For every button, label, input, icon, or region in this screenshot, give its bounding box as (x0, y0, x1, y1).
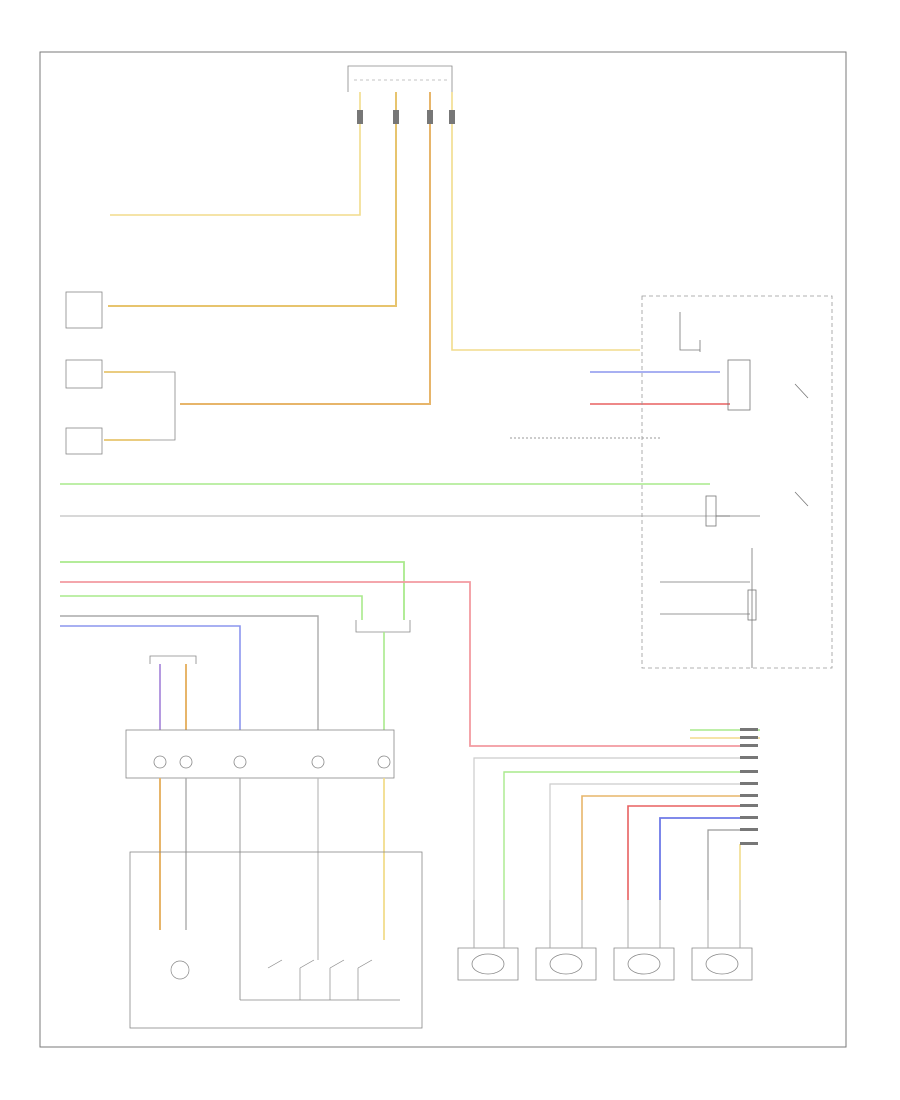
splice-connector (355, 620, 411, 633)
wire-top-1 (110, 92, 361, 216)
wire-top-3 (180, 92, 431, 405)
left-components (65, 291, 176, 455)
wire-green-wss-1 (503, 771, 740, 900)
abs-connector-pins (740, 728, 758, 845)
wheel-speed-sensor-4 (691, 947, 753, 981)
wheel-speed-sensor-2 (535, 947, 597, 981)
wire-blue-1 (60, 625, 241, 730)
wheel-speed-sensor-1 (457, 947, 519, 981)
wss-wire-stubs (473, 900, 741, 948)
wire-blue-wss-3 (659, 817, 740, 900)
cluster-internals (660, 312, 809, 668)
wire-top-4 (451, 92, 640, 351)
wire-red-wss-3 (627, 805, 740, 900)
steering-wheel-switch-box (129, 851, 423, 1029)
clock-spring-box (125, 729, 395, 779)
wire-gray-1 (60, 615, 319, 730)
clock-spring-terminals (153, 755, 391, 769)
switch-internals (170, 959, 400, 1001)
wire-gray-wss-2 (549, 783, 740, 900)
wire-pink (60, 581, 740, 747)
top-connector (347, 65, 453, 92)
wheel-speed-sensor-3 (613, 947, 675, 981)
diagram-frame (39, 51, 847, 1048)
sas-connector (149, 655, 197, 664)
wire-green-2 (60, 595, 363, 620)
wire-gray-wss-4 (707, 829, 740, 900)
wire-top-2 (108, 92, 397, 307)
instrument-cluster-box (641, 295, 833, 669)
wire-gray-wss-1 (473, 757, 740, 900)
top-pins (357, 110, 455, 124)
wire-orange-wss-2 (581, 795, 740, 900)
wire-green-1 (60, 561, 405, 620)
